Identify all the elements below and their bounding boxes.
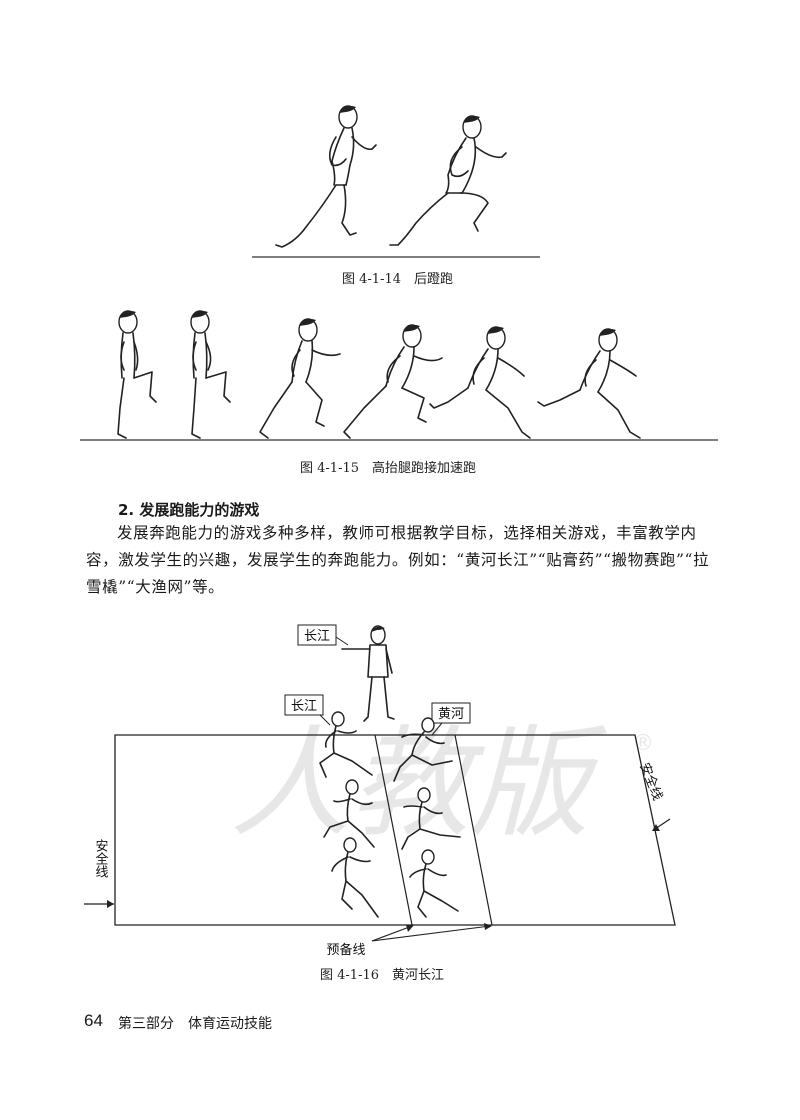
runner-figure (190, 310, 231, 439)
ready-line-right (454, 734, 493, 926)
runner-figure (409, 849, 459, 918)
runner-figure (259, 318, 341, 439)
figure-caption: 图 4-1-16 黄河长江 (320, 968, 445, 983)
team-right-label: 黄河 (438, 707, 464, 722)
figure-caption: 图 4-1-15 高抬腿跑接加速跑 (300, 461, 477, 476)
page-number: 64 (84, 1011, 103, 1030)
svg-text:人教版: 人教版 (230, 715, 607, 854)
runner-figure (117, 310, 157, 439)
figure-yellow-river-yangtze-game: 人教版 ® 长江 长江 黄河 (84, 624, 676, 958)
runner-figure (275, 105, 377, 248)
runner-figure (429, 326, 531, 439)
figure-back-kick-run (252, 105, 540, 258)
coach-figure (341, 625, 395, 722)
figure-caption: 图 4-1-14 后蹬跑 (342, 272, 454, 287)
svg-text:安全线: 安全线 (93, 839, 109, 878)
svg-text:预备线: 预备线 (326, 942, 365, 958)
body-paragraph: 发展奔跑能力的游戏多种多样，教师可根据教学目标，选择相关游戏，丰富教学内容，激发… (86, 524, 710, 596)
runner-figure (319, 711, 373, 778)
runner-figure (331, 837, 379, 918)
figure-high-knee-run-to-acceleration (80, 310, 718, 441)
runner-figure (401, 787, 461, 850)
ready-line-left (374, 734, 413, 926)
watermark: 人教版 ® (230, 715, 654, 854)
running-footer: 第三部分 体育运动技能 (118, 1016, 272, 1032)
section-heading: 2. 发展跑能力的游戏 (118, 501, 260, 519)
svg-text:安全线: 安全线 (636, 761, 665, 803)
runner-figure (537, 328, 641, 439)
runner-figure (389, 115, 507, 246)
ready-line-marker: 预备线 (326, 923, 492, 958)
runner-figure (323, 779, 375, 848)
runner-figure (343, 324, 443, 439)
safety-line-left-marker: 安全线 (84, 839, 114, 908)
runner-figure (393, 717, 453, 782)
coach-label: 长江 (304, 629, 330, 644)
team-left-label: 长江 (291, 699, 317, 714)
playing-field (114, 734, 676, 926)
